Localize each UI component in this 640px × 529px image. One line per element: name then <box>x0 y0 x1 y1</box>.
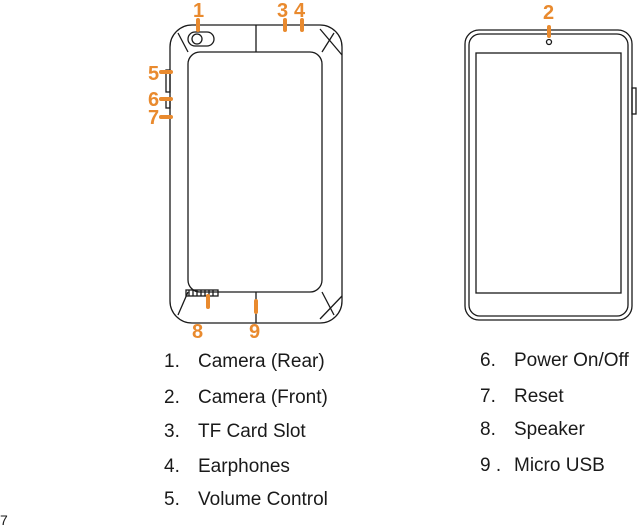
legend-number: 4. <box>164 456 180 477</box>
front-bezel <box>464 29 633 321</box>
front-screen <box>475 52 622 294</box>
legend-label: Micro USB <box>514 455 605 476</box>
back-inner-panel <box>187 51 323 293</box>
page-number: 7 <box>0 512 8 528</box>
legend-label: Reset <box>514 386 564 407</box>
speaker-grille <box>185 289 219 297</box>
legend-label: Camera (Front) <box>198 387 328 408</box>
legend-item-1: 1. Camera (Rear) <box>164 351 325 373</box>
legend-item-2: 2. Camera (Front) <box>164 387 328 409</box>
legend-number: 2. <box>164 387 180 408</box>
legend-number: 6. <box>480 350 496 371</box>
legend-label: Volume Control <box>198 489 328 510</box>
legend-number: 9 . <box>480 455 502 476</box>
legend-label: Power On/Off <box>514 350 629 371</box>
legend-label: Camera (Rear) <box>198 351 325 372</box>
legend-label: Speaker <box>514 419 585 440</box>
callout-1: 1 <box>193 0 204 22</box>
callout-6: 6 <box>148 89 159 111</box>
front-bezel-inner <box>468 33 629 317</box>
callout-5: 5 <box>148 63 159 85</box>
legend-item-7: 7. Reset <box>480 386 564 408</box>
back-outer-shell <box>169 24 343 324</box>
legend-number: 8. <box>480 419 496 440</box>
legend-label: Earphones <box>198 456 290 477</box>
callout-3: 3 <box>277 0 288 22</box>
callout-4: 4 <box>294 0 306 22</box>
legend-item-9: 9 . Micro USB <box>480 455 605 477</box>
legend-item-3: 3. TF Card Slot <box>164 421 306 443</box>
legend-number: 5. <box>164 489 180 510</box>
legend-number: 7. <box>480 386 496 407</box>
front-camera-lens <box>545 38 553 46</box>
legend-item-4: 4. Earphones <box>164 456 290 478</box>
tablet-front-view <box>464 29 637 321</box>
legend-label: TF Card Slot <box>198 421 306 442</box>
legend-item-5: 5. Volume Control <box>164 489 328 511</box>
callout-9: 9 <box>249 321 260 343</box>
legend-number: 1. <box>164 351 180 372</box>
legend-item-8: 8. Speaker <box>480 419 585 441</box>
front-side-button <box>631 87 637 115</box>
callout-7: 7 <box>148 107 159 129</box>
legend-item-6: 6. Power On/Off <box>480 350 629 372</box>
rear-camera-housing <box>187 31 215 47</box>
callout-2: 2 <box>543 2 554 24</box>
tablet-back-view <box>165 24 343 324</box>
legend-number: 3. <box>164 421 180 442</box>
callout-8: 8 <box>192 321 203 343</box>
callout-leaders <box>159 18 551 314</box>
rear-camera-lens <box>191 33 203 45</box>
